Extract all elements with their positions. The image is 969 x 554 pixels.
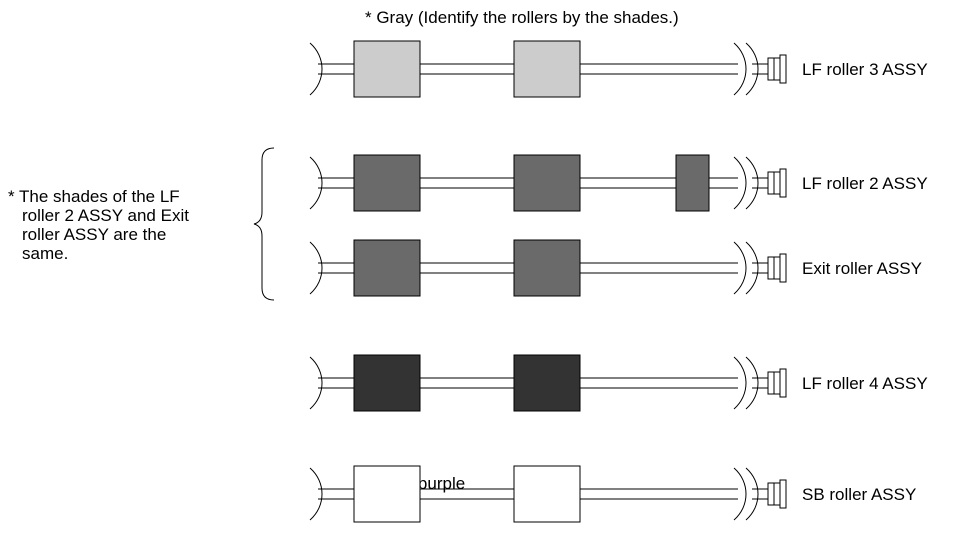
roller-label: LF roller 2 ASSY: [802, 174, 928, 193]
break-mark: [733, 467, 747, 521]
break-mark: [745, 467, 759, 521]
note-same-shade: * The shades of the LF roller 2 ASSY and…: [8, 187, 189, 263]
shaft-end-flange: [779, 54, 787, 84]
roller-assembly: Exit roller ASSY: [309, 239, 922, 297]
roller-block: [353, 239, 421, 297]
note-same-shade-line-2: roller 2 ASSY and Exit: [22, 206, 189, 225]
roller-block: [513, 239, 581, 297]
break-mark: [733, 42, 747, 96]
roller-block: [353, 40, 421, 98]
break-mark: [309, 156, 323, 210]
roller-block: [353, 354, 421, 412]
roller-label: Exit roller ASSY: [802, 259, 922, 278]
note-same-shade-line-1: * The shades of the LF: [8, 187, 180, 206]
shaft-end-flange: [779, 253, 787, 283]
roller-block: [513, 154, 581, 212]
note-same-shade-line-3: roller ASSY are the: [22, 225, 167, 244]
note-gray: * Gray (Identify the rollers by the shad…: [365, 8, 679, 27]
break-mark: [309, 467, 323, 521]
break-mark: [745, 42, 759, 96]
break-mark: [745, 241, 759, 295]
shaft-end-flange: [779, 168, 787, 198]
break-mark: [309, 42, 323, 96]
roller-label: LF roller 3 ASSY: [802, 60, 928, 79]
shaft-end-flange: [779, 479, 787, 509]
roller-block: [353, 154, 421, 212]
roller-block-small: [675, 154, 710, 212]
break-mark: [733, 356, 747, 410]
note-same-shade-line-4: same.: [22, 244, 69, 263]
break-mark: [309, 356, 323, 410]
roller-assembly: LF roller 3 ASSY: [309, 40, 928, 98]
break-mark: [745, 156, 759, 210]
roller-block: [513, 40, 581, 98]
break-mark: [733, 241, 747, 295]
grouping-brace: [253, 147, 275, 301]
break-mark: [733, 156, 747, 210]
roller-block: [513, 465, 581, 523]
roller-label: SB roller ASSY: [802, 485, 916, 504]
roller-label: LF roller 4 ASSY: [802, 374, 928, 393]
roller-assembly: LF roller 4 ASSY: [309, 354, 928, 412]
roller-block: [353, 465, 421, 523]
break-mark: [745, 356, 759, 410]
break-mark: [309, 241, 323, 295]
roller-assembly: LF roller 2 ASSY: [309, 154, 928, 212]
roller-block: [513, 354, 581, 412]
roller-assembly: SB roller ASSY: [309, 465, 916, 523]
shaft-end-flange: [779, 368, 787, 398]
